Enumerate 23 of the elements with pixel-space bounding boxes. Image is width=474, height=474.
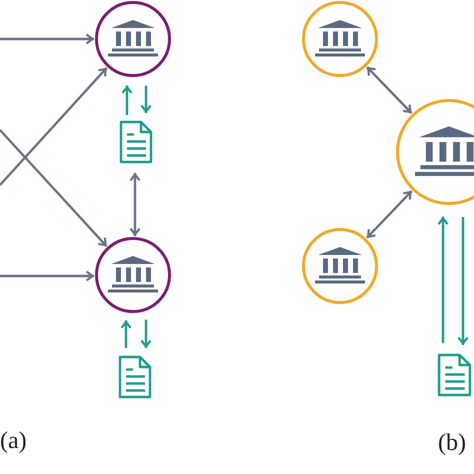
arrow bbox=[0, 270, 94, 282]
arrow bbox=[140, 320, 152, 348]
arrow bbox=[120, 320, 132, 348]
circle-node bbox=[396, 99, 474, 205]
double-arrow bbox=[129, 173, 141, 236]
document-icon bbox=[437, 353, 472, 397]
circle-node bbox=[95, 1, 171, 77]
arrow bbox=[140, 86, 152, 113]
panel-label: (a) bbox=[0, 428, 27, 454]
document-icon bbox=[118, 355, 152, 399]
double-arrow bbox=[366, 190, 413, 239]
circle-node bbox=[302, 228, 378, 304]
arrow bbox=[0, 33, 94, 45]
document-icon bbox=[119, 120, 153, 164]
circle-node bbox=[95, 237, 171, 313]
panel-label: (b) bbox=[438, 430, 466, 456]
double-arrow bbox=[366, 66, 412, 114]
circle-node bbox=[302, 1, 378, 77]
arrow bbox=[457, 217, 469, 345]
arrow bbox=[121, 86, 133, 115]
arrow bbox=[437, 216, 449, 343]
arrow bbox=[0, 129, 108, 248]
arrow bbox=[0, 67, 108, 186]
